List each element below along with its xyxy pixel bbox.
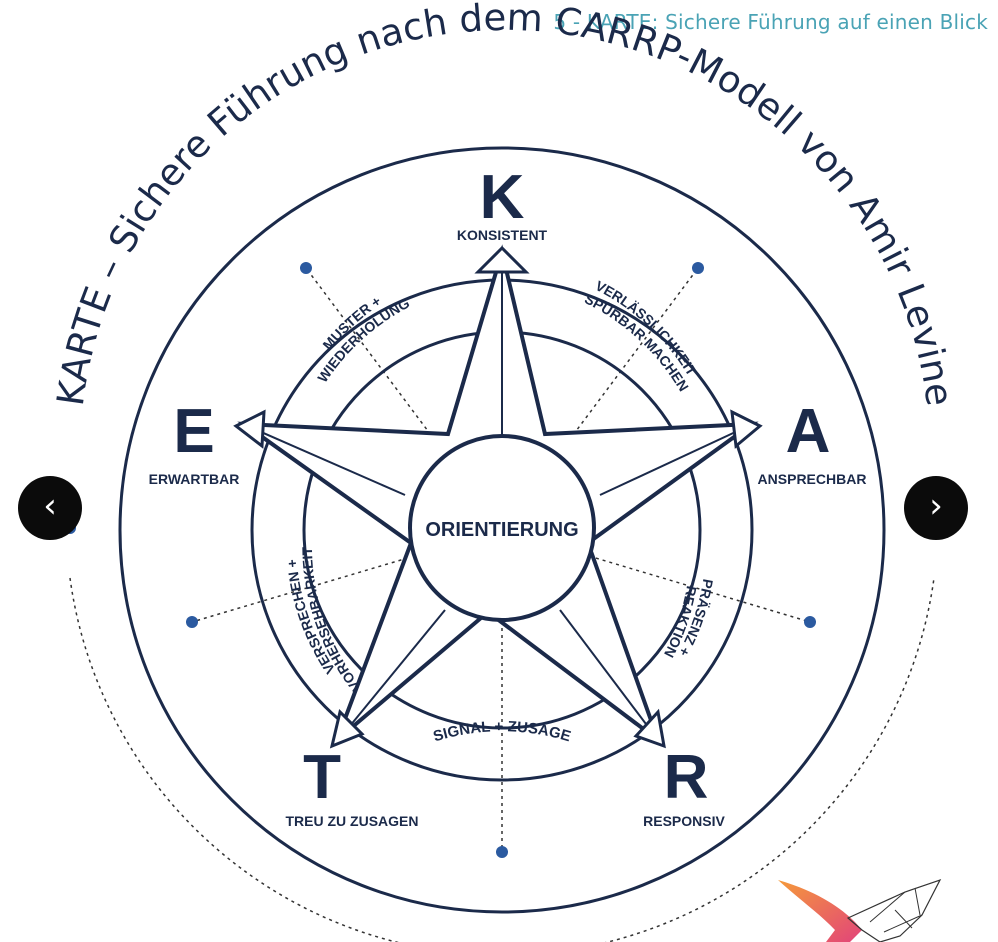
center-label: ORIENTIERUNG [425, 519, 578, 541]
outer-ring [118, 146, 886, 914]
prev-slide-button[interactable]: ‹ [18, 476, 82, 540]
radial-dots [191, 267, 811, 852]
radial-dot [496, 846, 508, 858]
radial-dot [804, 616, 816, 628]
chevron-right-icon: › [929, 486, 943, 526]
radial-dot [300, 262, 312, 274]
point-k-label: KONSISTENT [457, 227, 548, 243]
page-caption: 5 - KARTE: Sichere Führung auf einen Bli… [553, 10, 988, 34]
chevron-left-icon: ‹ [43, 486, 57, 526]
point-t-label: TREU ZU ZUSAGEN [286, 813, 419, 829]
bird-logo-icon [778, 878, 942, 942]
radial-dot [692, 262, 704, 274]
center-circle [408, 434, 596, 622]
point-e-letter: E [173, 397, 214, 466]
outer-dashed-arc [69, 577, 935, 942]
next-slide-button[interactable]: › [904, 476, 968, 540]
point-k-letter: K [480, 163, 525, 232]
point-a-label: ANSPRECHBAR [758, 471, 867, 487]
star-arrow-lines [251, 258, 745, 733]
star-arrowheads [233, 245, 763, 749]
radial-dot [186, 616, 198, 628]
point-r-label: RESPONSIV [643, 813, 725, 829]
point-r-letter: R [664, 743, 709, 812]
point-a-letter: A [786, 397, 831, 466]
point-e-label: ERWARTBAR [149, 471, 240, 487]
point-t-letter: T [303, 743, 341, 812]
